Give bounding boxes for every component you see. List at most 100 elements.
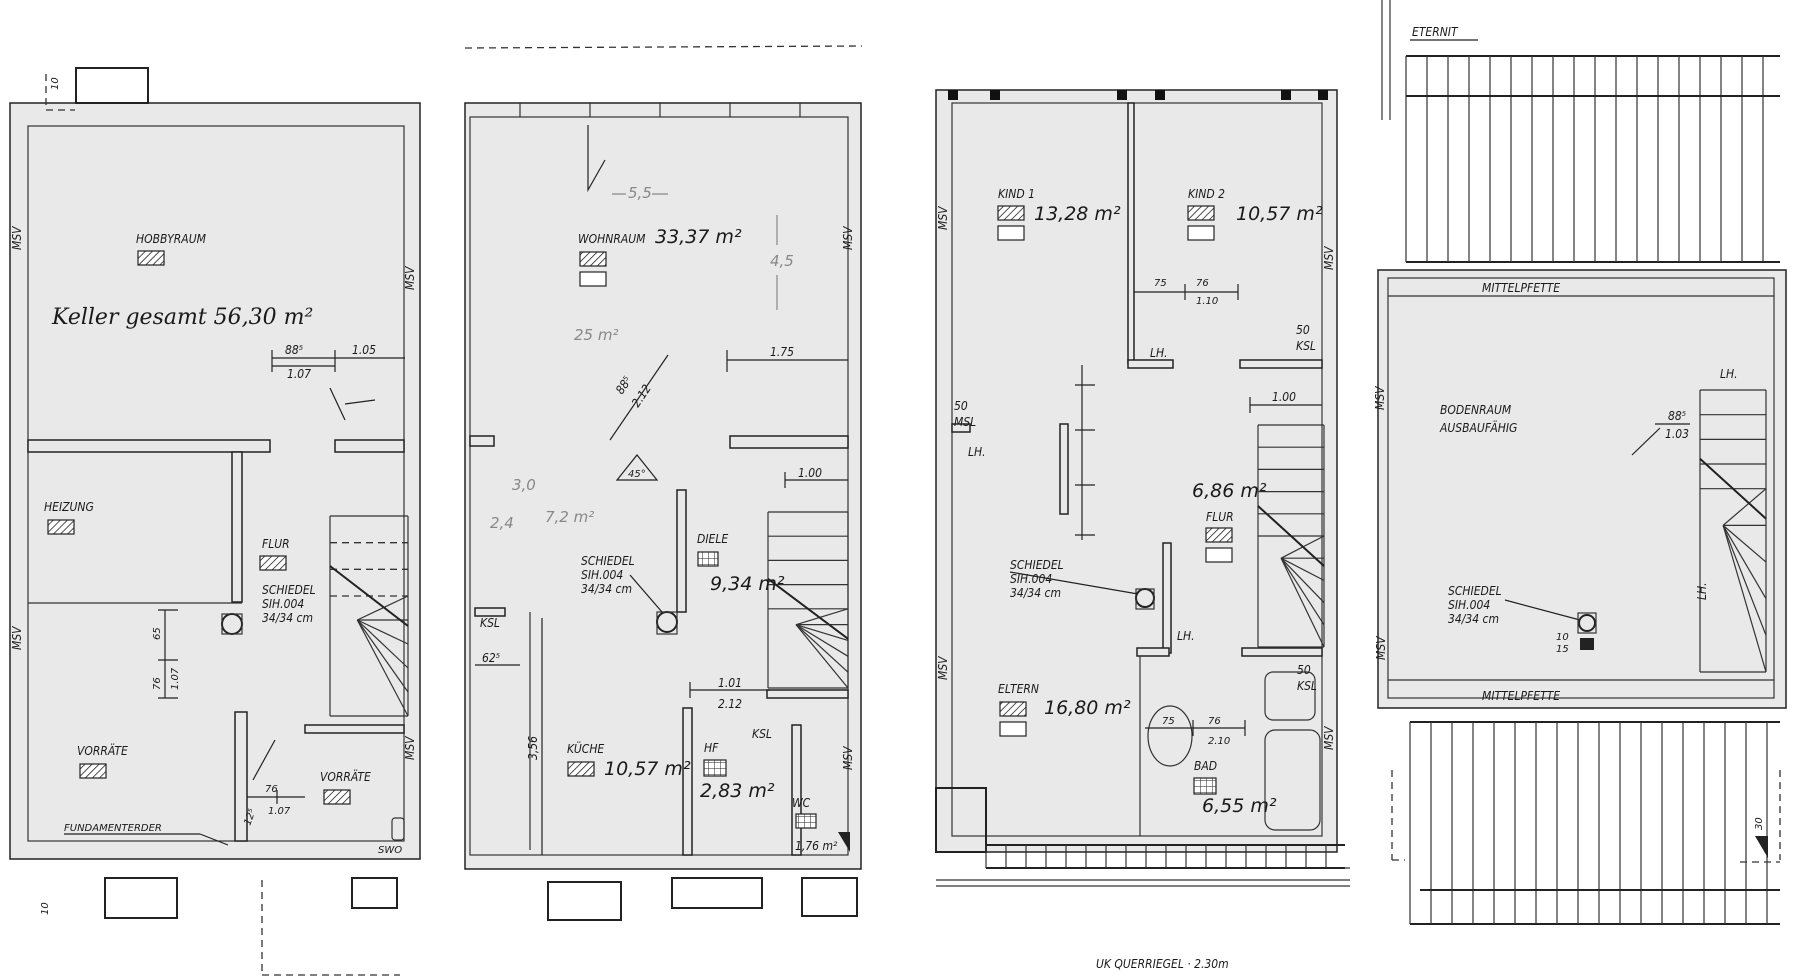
- msv-label: MSV: [1322, 245, 1336, 270]
- room-label-vorraete: VORRÄTE: [320, 769, 371, 784]
- lh-label: LH.: [1695, 582, 1709, 600]
- dimension: 1.00: [1272, 390, 1296, 404]
- dimension: 88⁵: [1668, 409, 1686, 423]
- dimension: 45°: [628, 469, 646, 480]
- stair-tread: [1722, 524, 1767, 563]
- floor-icon: [997, 225, 1025, 241]
- handwritten-note: Keller gesamt 56,30 m²: [51, 305, 313, 330]
- dimension: 50: [954, 399, 968, 413]
- msv-label: MSV: [403, 735, 417, 760]
- msv-label: MSV: [403, 265, 417, 290]
- stair-handrail: [767, 577, 849, 640]
- dimension: 50: [1297, 663, 1311, 677]
- hatched-floor-icon: [79, 763, 107, 779]
- stair-tread: [1722, 525, 1767, 636]
- stair-tread: [795, 624, 849, 689]
- room-label-kind1: KIND 1: [998, 187, 1035, 201]
- room-label-wc: WC: [792, 796, 811, 810]
- room-label-hf: HF: [704, 741, 719, 755]
- chimney-type: SIH.004: [1448, 598, 1490, 612]
- msv-label: MSV: [10, 225, 24, 250]
- msv-label: MSV: [841, 745, 855, 770]
- floor-icon: [579, 271, 607, 287]
- ground-floor-stair: [767, 511, 849, 689]
- dimension: 10: [50, 77, 61, 90]
- stair-tread: [1280, 557, 1325, 604]
- room-label-kueche: KÜCHE: [567, 740, 604, 756]
- stair-tread: [356, 619, 409, 717]
- chimney-label: SCHIEDEL: [581, 554, 635, 568]
- tile-floor-icon: [1193, 777, 1217, 795]
- floor-icon: [1205, 547, 1233, 563]
- chimney-type: SIH.004: [1010, 572, 1052, 586]
- room-label-diele: DIELE: [697, 532, 728, 546]
- stair-tread: [795, 608, 849, 626]
- room-area-eltern: 16,80 m²: [1044, 697, 1131, 719]
- dimension: 1.07: [287, 367, 311, 381]
- dimension: 1.05: [352, 343, 376, 357]
- dimension: 1.00: [798, 466, 822, 480]
- hatched-floor-icon: [997, 205, 1025, 221]
- lh-label: LH.: [1150, 346, 1168, 360]
- msv-label: MSV: [1322, 725, 1336, 750]
- dimension: 1.10: [1196, 296, 1218, 307]
- bathtub-icon: [1264, 729, 1321, 831]
- upper-floor-stair: [1257, 424, 1325, 648]
- footer-note: UK QUERRIEGEL · 2.30m: [1096, 957, 1229, 971]
- chimney-size: 34/34 cm: [262, 611, 313, 625]
- mittelpfette-label: MITTELPFETTE: [1482, 281, 1560, 295]
- msl-label: MSL: [954, 415, 976, 429]
- stair-handrail: [1699, 457, 1767, 520]
- dimension: 75: [1154, 278, 1167, 289]
- lh-label: LH.: [1177, 629, 1195, 643]
- basement-plan: MSV MSV MSV MSV 10 HOBBYRAUM Keller gesa…: [9, 67, 421, 976]
- room-label-bad: BAD: [1194, 759, 1217, 773]
- tile-floor-icon: [795, 813, 817, 829]
- stair-handrail: [329, 565, 409, 627]
- room-note-ausbaufaehig: AUSBAUFÄHIG: [1439, 420, 1517, 435]
- chimney-icon: [1578, 614, 1596, 632]
- handwritten-note: 4,5: [770, 252, 794, 270]
- lh-label: LH.: [968, 445, 986, 459]
- dimension: 76: [152, 677, 163, 690]
- dimension: 65: [152, 627, 163, 640]
- dimension: 76: [1208, 716, 1221, 727]
- room-area-diele: 9,34 m²: [710, 573, 785, 595]
- dimension: 30: [1754, 817, 1765, 830]
- stair-tread: [1722, 525, 1767, 599]
- hatched-floor-icon: [137, 250, 165, 266]
- msv-label: MSV: [841, 225, 855, 250]
- stair-tread: [795, 624, 849, 657]
- room-area-bad: 6,55 m²: [1202, 795, 1277, 817]
- attic-stair: [1699, 389, 1767, 673]
- basement-stair: [329, 515, 409, 717]
- eternit-label: ETERNIT: [1412, 25, 1459, 39]
- chimney-size: 34/34 cm: [581, 582, 632, 596]
- chimney-type: SIH.004: [262, 597, 304, 611]
- upper-floor-plan: MSV MSV MSV MSV KIND 1 13,28 m² KIND 2 1…: [935, 89, 1350, 971]
- roof-rafters-top: [1405, 55, 1780, 263]
- stair-tread: [356, 619, 409, 693]
- chimney-label: SCHIEDEL: [1010, 558, 1064, 572]
- chimney-type: SIH.004: [581, 568, 623, 582]
- mittelpfette-label: MITTELPFETTE: [1482, 689, 1560, 703]
- tile-floor-icon: [703, 759, 727, 777]
- dimension: 1.75: [770, 345, 794, 359]
- stair-tread: [356, 619, 409, 669]
- stair-tread: [1280, 557, 1325, 581]
- floor-icon: [1187, 225, 1215, 241]
- room-label-hobbyraum: HOBBYRAUM: [136, 232, 207, 246]
- dimension: 12⁵: [242, 808, 258, 827]
- room-area-kind1: 13,28 m²: [1034, 203, 1121, 225]
- attic-plan: ETERNIT MITTELPFETTE MITTELPFETTE BODENR…: [1373, 0, 1787, 925]
- stair-tread: [1280, 557, 1325, 648]
- hatched-floor-icon: [259, 555, 287, 571]
- tile-floor-icon: [697, 551, 719, 567]
- hatched-floor-icon: [1205, 527, 1233, 543]
- hatched-floor-icon: [999, 701, 1027, 717]
- dimension: 75: [1162, 716, 1175, 727]
- room-label-eltern: ELTERN: [998, 682, 1039, 696]
- dimension: 10: [1556, 632, 1569, 643]
- handwritten-note: 5,5: [628, 184, 652, 202]
